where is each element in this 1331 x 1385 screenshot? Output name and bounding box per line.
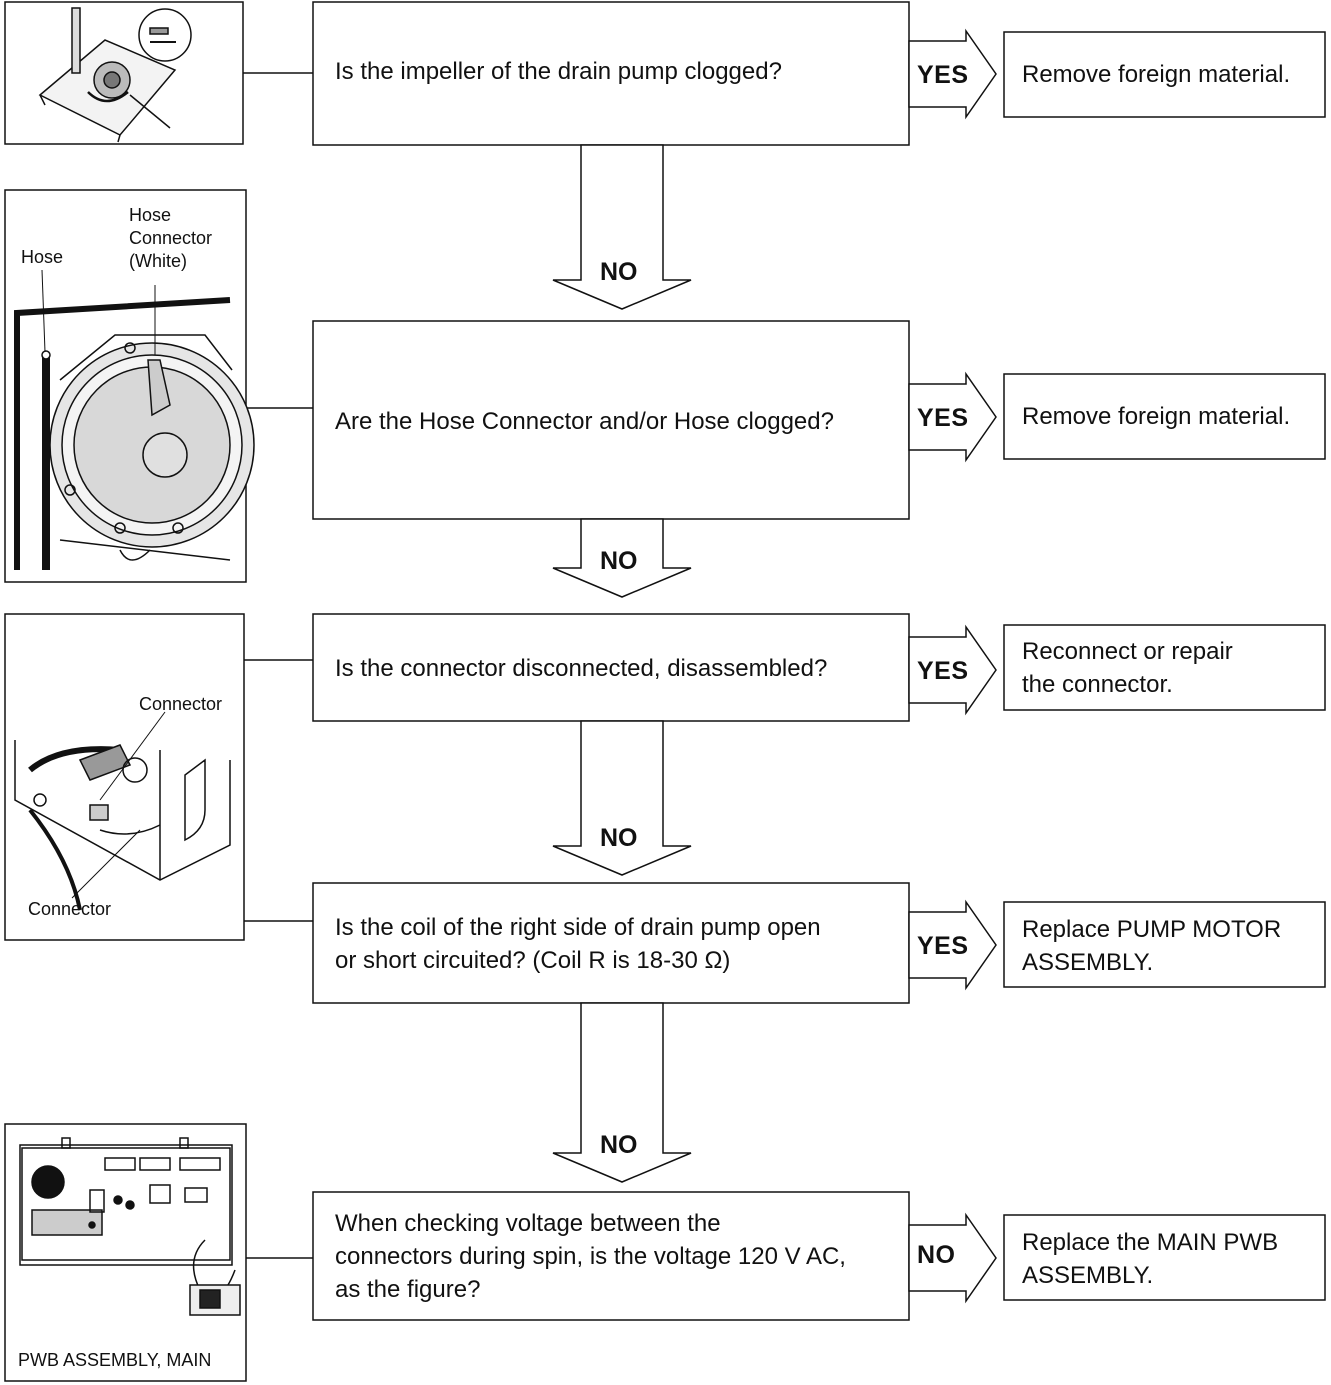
no-label-3: NO [600,824,638,852]
question-text-4: Is the coil of the right side of drain p… [335,911,821,977]
pwb-caption: PWB ASSEMBLY, MAIN [18,1350,212,1370]
action-box-1 [1003,31,1326,118]
no-arrow-down-3 [552,720,692,876]
yes-arrow-4 [908,899,997,991]
yes-label-3: YES [917,657,969,685]
hose-label: Hose [21,247,64,267]
no-arrow-down-1 [552,144,692,310]
action-5-line-1: Replace the MAIN PWB [1022,1229,1279,1256]
no-arrow-down-4 [552,1002,692,1183]
action-text-1: Remove foreign material. [1022,61,1291,88]
action-box-5 [1003,1214,1326,1301]
yes-arrow-2 [908,371,997,463]
figure-pwb-illustration [19,1137,241,1316]
action-3-line-2: the connector. [1022,671,1173,698]
action-3-line-1: Reconnect or repair [1022,638,1233,665]
yes-arrow-3 [908,624,997,716]
hose-connector-line-3: (White) [129,251,187,271]
hose-connector-line-1: Hose [129,205,172,225]
question-text-5: When checking voltage between the connec… [335,1207,846,1306]
figure-drain-pump-illustration [38,7,192,143]
action-text-3: Reconnect or repair the connector. [1022,635,1233,701]
yes-label-4: YES [917,932,969,960]
no-arrow-right-5 [908,1212,997,1304]
figure-box-2 [4,189,247,583]
no-label-right-5: NO [917,1241,956,1269]
action-5-line-2: ASSEMBLY. [1022,1262,1154,1289]
action-4-line-1: Replace PUMP MOTOR [1022,916,1282,943]
action-box-4 [1003,901,1326,988]
yes-label-2: YES [917,404,969,432]
question-5-line-2: connectors during spin, is the voltage 1… [335,1243,846,1270]
no-arrow-down-2 [552,518,692,598]
action-text-2: Remove foreign material. [1022,403,1291,430]
no-label-1: NO [600,258,638,286]
no-label-2: NO [600,547,638,575]
question-text-2: Are the Hose Connector and/or Hose clogg… [335,408,834,435]
connector-label-bottom: Connector [28,899,112,919]
hose-connector-line-2: Connector [129,228,213,248]
yes-arrow-1 [908,28,997,120]
action-text-4: Replace PUMP MOTOR ASSEMBLY. [1022,913,1281,979]
question-4-line-2: or short circuited? (Coil R is 18-30 Ω) [335,947,731,974]
figure-box-3 [4,613,245,941]
question-text-3: Is the connector disconnected, disassemb… [335,655,828,682]
question-4-line-1: Is the coil of the right side of drain p… [335,914,821,941]
action-box-2 [1003,373,1326,460]
action-text-5: Replace the MAIN PWB ASSEMBLY. [1022,1226,1278,1292]
figure-connector-illustration [14,711,231,911]
figure-hose-drum-illustration [14,269,255,570]
no-label-4: NO [600,1131,638,1159]
question-text-1: Is the impeller of the drain pump clogge… [335,58,782,85]
action-4-line-2: ASSEMBLY. [1022,949,1154,976]
hose-connector-label: Hose Connector (White) [129,204,212,273]
action-box-3 [1003,624,1326,711]
connector-label-top: Connector [139,694,223,714]
question-5-line-3: as the figure? [335,1276,481,1303]
yes-label-1: YES [917,61,969,89]
question-5-line-1: When checking voltage between the [335,1210,721,1237]
figure-box-5 [4,1123,247,1382]
